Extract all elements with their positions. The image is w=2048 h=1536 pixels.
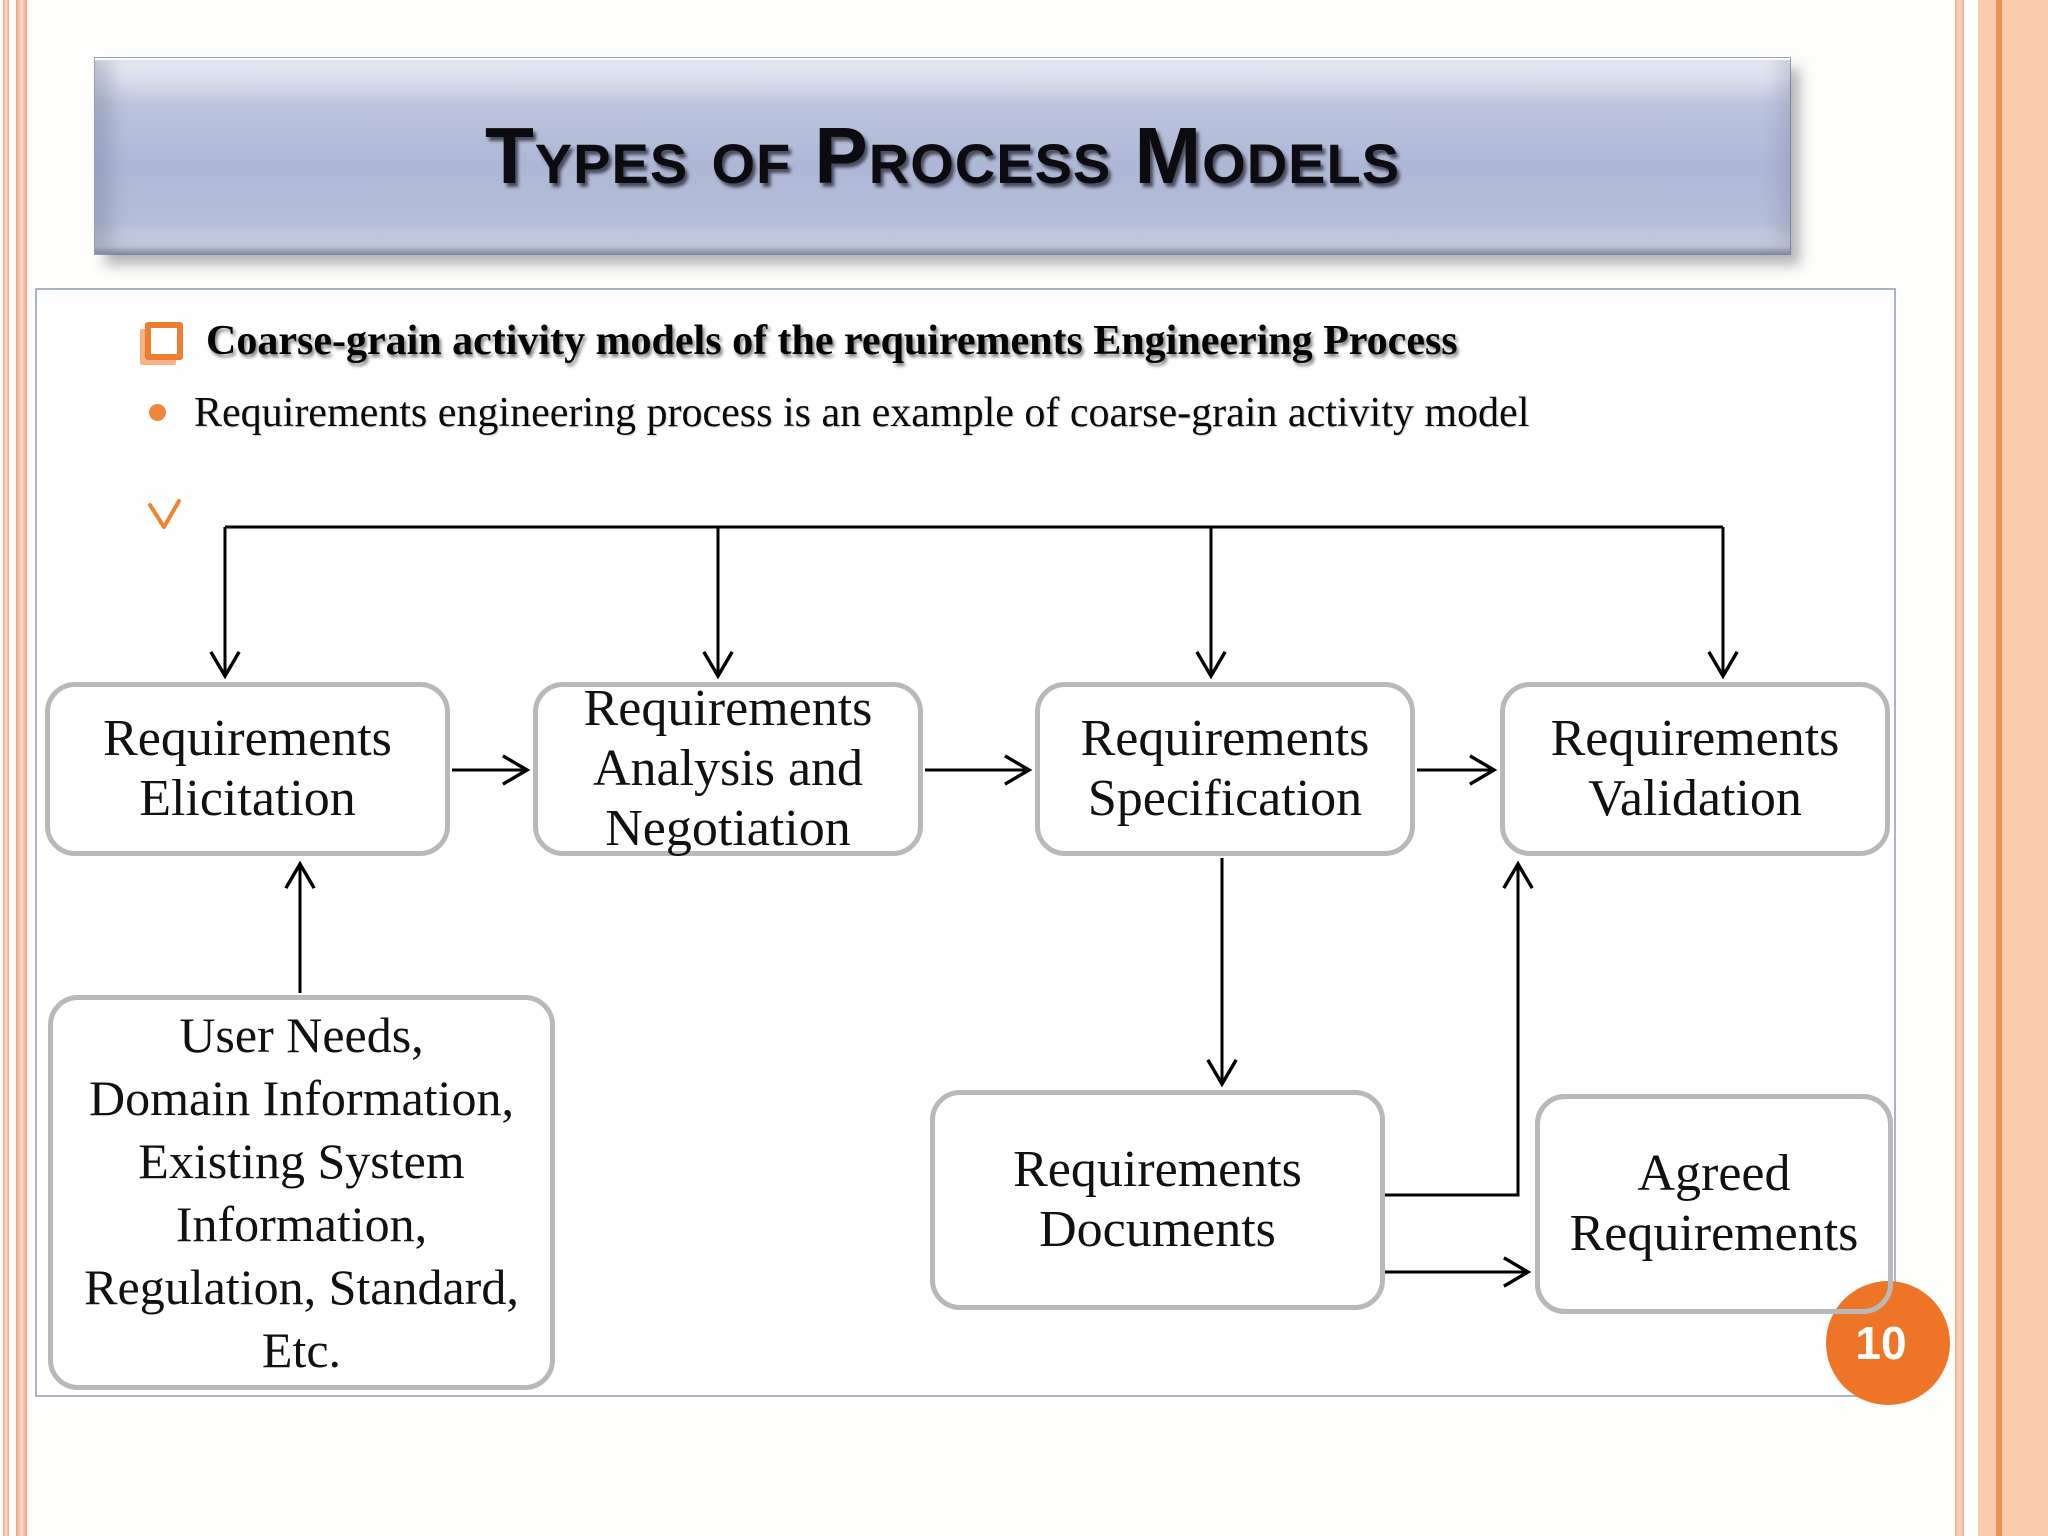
dot-bullet-icon <box>149 404 166 421</box>
bullet-1-text: Coarse-grain activity models of the requ… <box>206 318 1458 364</box>
slide-title: Types of Process Models <box>484 111 1401 200</box>
title-bar: Types of Process Models <box>95 58 1790 254</box>
node-requirements-specification: Requirements Specification <box>1035 682 1415 856</box>
node-requirements-elicitation: Requirements Elicitation <box>45 682 450 856</box>
node-requirements-analysis-negotiation: Requirements Analysis and Negotiation <box>533 680 923 857</box>
right-band <box>1978 0 2048 1536</box>
arrow-documents-to-validation <box>1385 860 1534 1197</box>
orange-tick-mark <box>148 499 181 529</box>
right-band-accent-line <box>1996 0 2002 1536</box>
left-stripe-outer <box>3 0 9 1536</box>
bullet-item-2: Requirements engineering process is an e… <box>145 388 1905 438</box>
node-requirements-documents: Requirements Documents <box>930 1090 1385 1310</box>
node-requirements-validation: Requirements Validation <box>1500 682 1890 856</box>
page-number-badge: 10 <box>1826 1281 1950 1405</box>
square-bullet-icon <box>145 322 183 360</box>
node-agreed-requirements: Agreed Requirements <box>1535 1094 1893 1314</box>
right-stripe-thin <box>1955 0 1964 1536</box>
bullet-item-1: Coarse-grain activity models of the requ… <box>145 316 1905 366</box>
left-stripe-inner <box>16 0 27 1536</box>
bullet-2-text: Requirements engineering process is an e… <box>194 390 1530 436</box>
node-user-needs-inputs: User Needs, Domain Information, Existing… <box>48 995 555 1390</box>
